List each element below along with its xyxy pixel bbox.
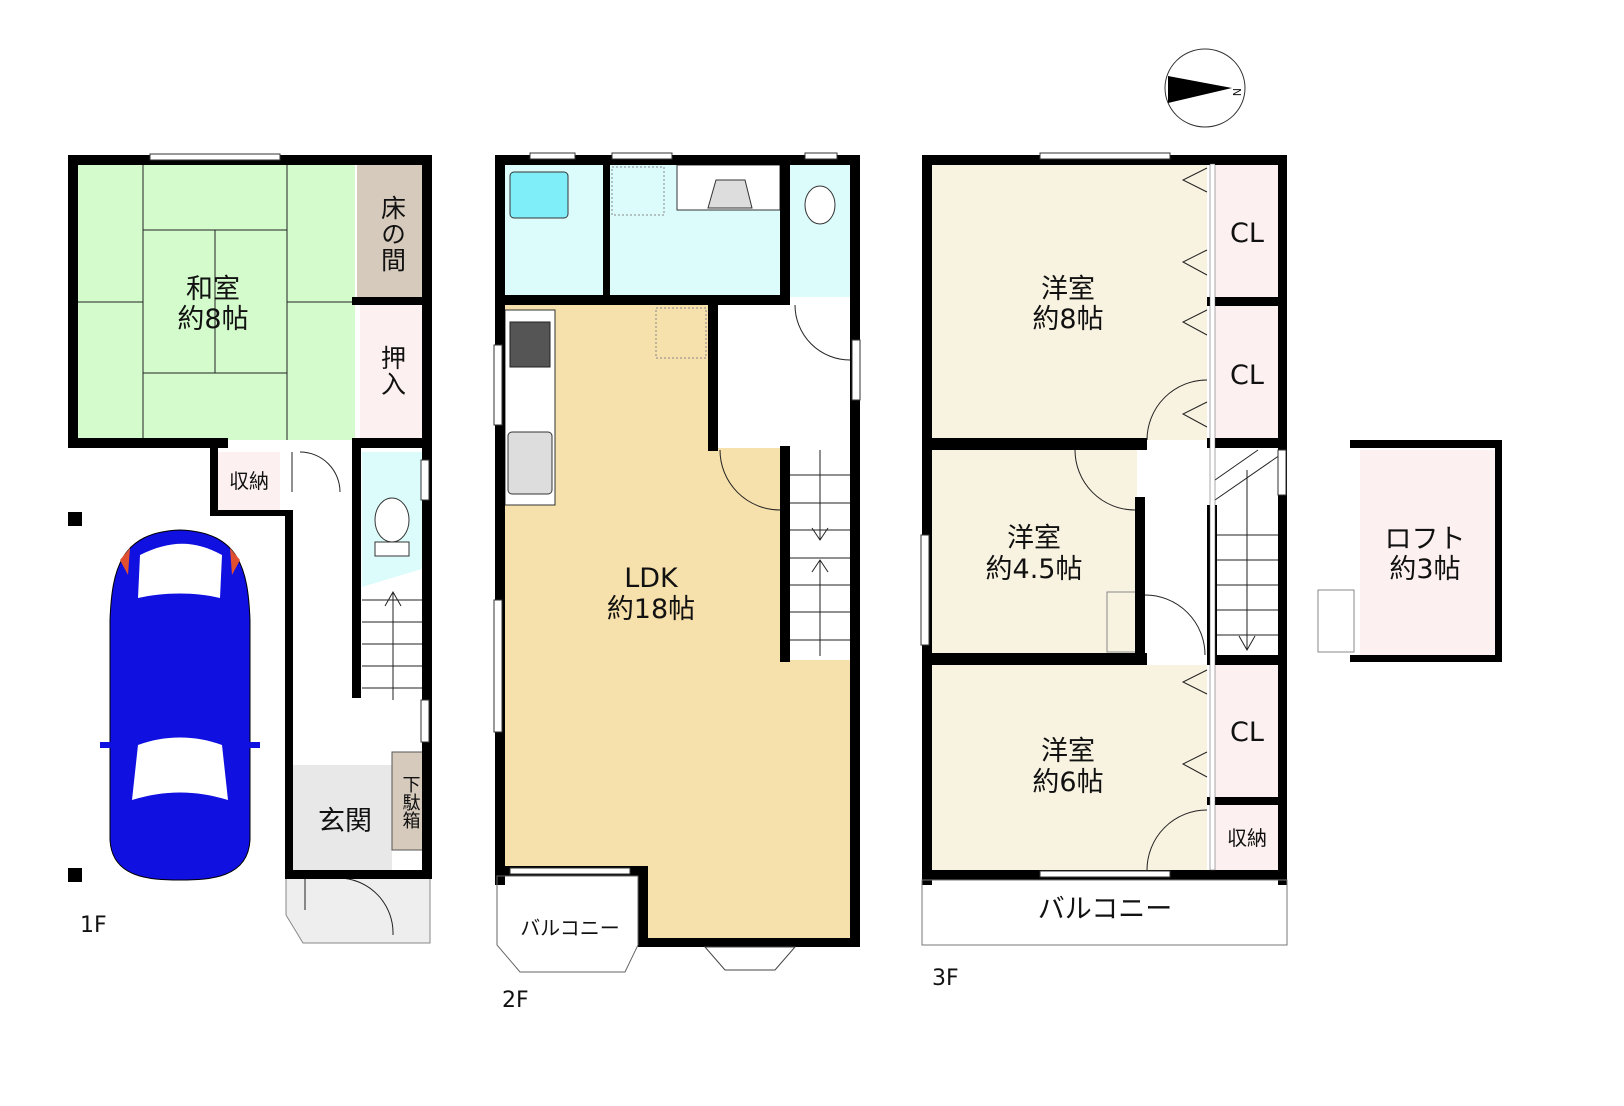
compass-label: N [1230,88,1243,96]
room-name: バルコニー [1038,894,1172,925]
compass: N [1164,48,1246,128]
entrance-door[interactable] [304,877,394,936]
sink-icon [707,179,753,209]
balcony-3f [921,879,1288,946]
closet [1215,305,1280,440]
stairs-2f[interactable] [790,450,850,656]
floor-1f: 和室 約8帖 床の間 押入 収納 玄関 下駄箱 1F [68,153,432,944]
toilet-icon [374,497,410,543]
room-name: 収納 [229,469,269,493]
genkan [292,765,392,870]
room-size: 約6帖 [1032,767,1103,798]
closet-door-marks [1074,167,1208,871]
room-name: 洋室 [1007,523,1061,554]
room-name: CL [1230,360,1264,391]
kitchen-sink-icon [507,431,553,495]
storage-3f [1215,805,1280,870]
room-size: 約4.5帖 [986,554,1083,585]
floor-label: 1F [80,913,107,938]
stairs-3f[interactable] [1214,449,1281,652]
room-name: 収納 [1227,826,1267,850]
room-size: 約3帖 [1389,554,1460,585]
western-room-6 [932,665,1207,870]
door[interactable] [719,304,851,511]
floor-label: 2F [502,988,529,1013]
room-name: 和室 [186,274,240,305]
balcony-2f [496,875,639,973]
room-size: 約8帖 [177,304,248,335]
loft [1360,450,1495,655]
oshiire [360,305,425,440]
room-name: ロフト [1385,524,1466,555]
room-size: 約8帖 [1032,304,1103,335]
room-size: 約18帖 [607,594,695,625]
toilet-icon [804,185,836,225]
toilet-2f [790,165,850,297]
ldk-floor [505,305,850,940]
tatami-lines [78,164,355,440]
room-name: 玄関 [318,806,372,837]
floor-label: 3F [932,966,959,991]
room-name: 洋室 [1041,274,1095,305]
floor-3f: 洋室 約8帖 CL CL 洋室 約4.5帖 洋室 約6帖 CL 収納 バルコニー… [920,152,1502,991]
door[interactable] [291,451,341,493]
western-room-4-5 [932,450,1137,655]
loft-ladder-icon[interactable] [1317,589,1355,653]
room-name: 洋室 [1041,736,1095,767]
western-room-8 [932,164,1207,440]
getabako [391,751,425,851]
closet [1215,164,1280,297]
stove-icon [509,321,551,368]
room-name: 床の間 [378,195,407,273]
porch [285,877,431,944]
stairs-1f[interactable] [362,590,425,700]
window [149,153,281,161]
bay-window [703,946,797,971]
room-name: CL [1230,218,1264,249]
north-arrow-icon [1168,76,1232,103]
room-name: 下駄箱 [400,775,421,829]
room-name: CL [1230,717,1264,748]
floor-2f: LDK 約18帖 バルコニー 2F [493,152,861,1013]
closet [1215,665,1280,797]
car-icon [100,529,260,881]
bathtub-icon [509,171,569,219]
room-name: 押入 [378,345,407,397]
storage-1f [218,452,280,512]
room-name: バルコニー [520,916,620,940]
room-name: LDK [624,563,679,594]
tokonoma [357,164,425,297]
